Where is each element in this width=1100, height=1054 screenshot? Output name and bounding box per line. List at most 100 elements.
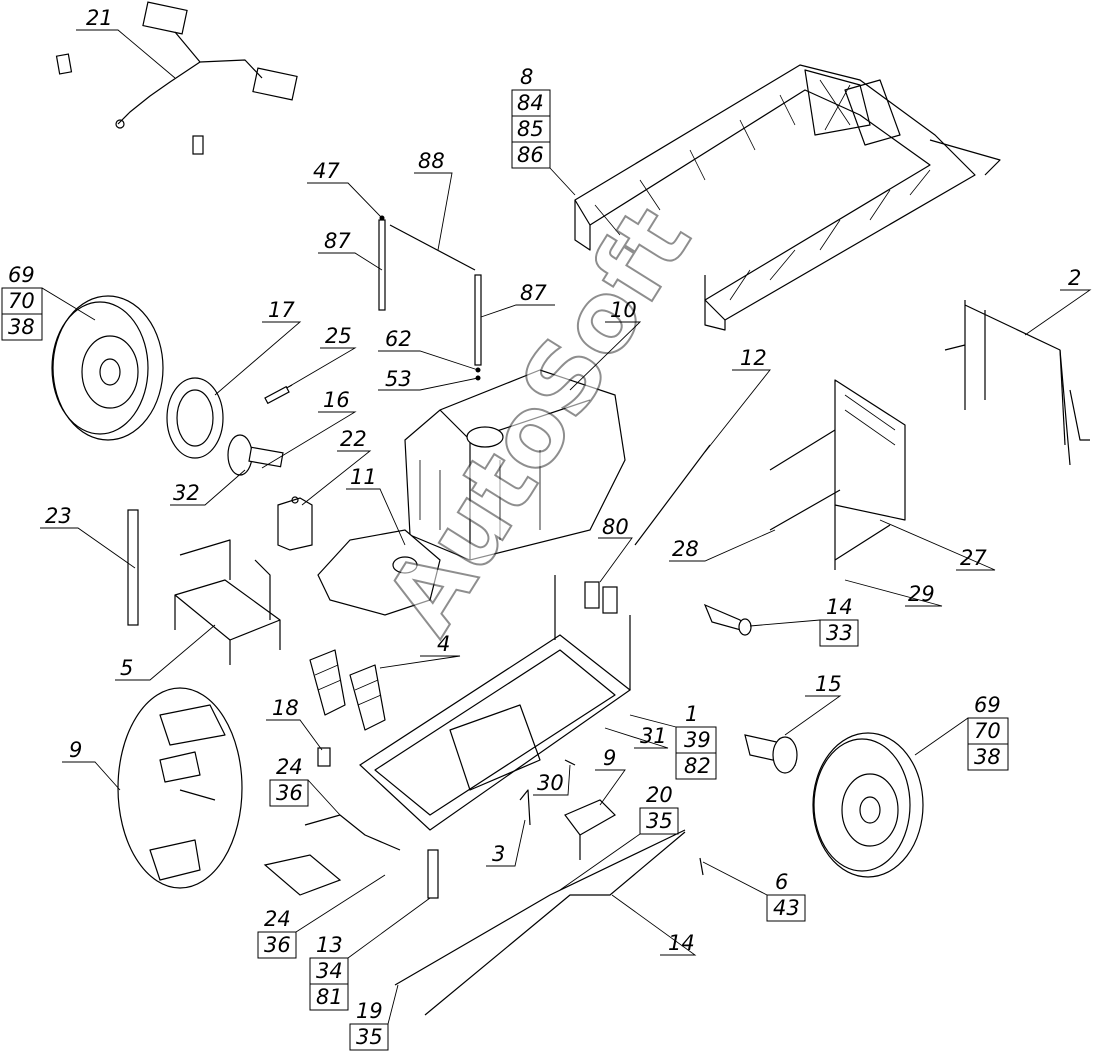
svg-text:25: 25 (325, 324, 352, 348)
part-12-rod (634, 444, 711, 546)
svg-text:29: 29 (908, 582, 935, 606)
callout-10: 10 (569, 298, 642, 391)
callout-15: 15 (784, 672, 842, 736)
svg-text:35: 35 (356, 1025, 383, 1049)
part-10-tank (404, 369, 626, 561)
callout-69-70-38-right: 69 70 38 (914, 693, 1009, 771)
svg-text:5: 5 (120, 656, 133, 680)
svg-text:69: 69 (8, 263, 35, 287)
callout-88: 88 (414, 149, 453, 251)
svg-text:39: 39 (684, 728, 711, 752)
callout-17: 17 (214, 298, 302, 396)
callout-20-35: 20 35 (559, 783, 679, 891)
callout-1-39-82: 1 39 82 (629, 702, 717, 780)
part-23-strip (127, 509, 139, 626)
svg-text:4: 4 (437, 632, 450, 656)
callout-25: 25 (289, 324, 357, 387)
svg-text:24: 24 (276, 755, 303, 779)
callout-6-43: 6 43 (702, 861, 806, 922)
svg-text:9: 9 (69, 738, 82, 762)
callout-28: 28 (669, 529, 776, 562)
svg-text:85: 85 (517, 117, 544, 141)
svg-text:82: 82 (684, 754, 711, 778)
autosoft-watermark: AutoSoft (365, 188, 713, 652)
svg-text:47: 47 (313, 159, 340, 183)
svg-text:10: 10 (610, 298, 637, 322)
svg-text:43: 43 (773, 896, 800, 920)
svg-text:3: 3 (492, 842, 505, 866)
part-18-bracket (317, 747, 331, 767)
callout-69-70-38-left: 69 70 38 (1, 263, 96, 341)
part-22-canister (277, 496, 313, 551)
svg-text:27: 27 (960, 546, 987, 570)
callout-9-left: 9 (62, 738, 121, 791)
svg-text:35: 35 (646, 809, 673, 833)
callout-22: 22 (301, 427, 372, 506)
svg-text:31: 31 (640, 724, 667, 748)
svg-text:1: 1 (685, 702, 698, 726)
svg-text:69: 69 (974, 693, 1001, 717)
part-69-right-wheel (812, 732, 924, 878)
part-24-hose-upper (304, 814, 401, 851)
callout-3: 3 (486, 819, 526, 867)
svg-text:15: 15 (815, 672, 842, 696)
svg-text:70: 70 (8, 289, 35, 313)
callout-14-33: 14 33 (749, 595, 859, 647)
svg-text:88: 88 (418, 149, 445, 173)
part-8-boom-frame (574, 64, 1001, 331)
svg-text:30: 30 (537, 771, 564, 795)
callout-9-right: 9 (595, 746, 626, 806)
part-2-rail-frame (944, 300, 1090, 466)
svg-text:38: 38 (8, 315, 35, 339)
svg-text:18: 18 (272, 696, 299, 720)
svg-text:22: 22 (340, 427, 367, 451)
callout-21: 21 (76, 6, 176, 79)
part-9-valve-assembly (117, 687, 243, 889)
svg-text:34: 34 (316, 959, 343, 983)
svg-text:24: 24 (264, 907, 291, 931)
svg-text:21: 21 (86, 6, 113, 30)
svg-text:81: 81 (316, 985, 343, 1009)
part-80-brackets (584, 581, 618, 614)
callout-29: 29 (844, 579, 943, 607)
part-11-foam-tank (317, 529, 441, 616)
part-4-ladders (309, 649, 386, 731)
svg-text:16: 16 (323, 388, 350, 412)
part-14-hose-long (394, 829, 686, 1016)
svg-text:19: 19 (356, 999, 383, 1023)
part-15-shaft (744, 734, 798, 774)
callout-19-35: 19 35 (349, 984, 399, 1051)
part-5-platform (174, 539, 281, 665)
part-rods (378, 215, 482, 381)
svg-text:53: 53 (385, 367, 412, 391)
callout-14-lower: 14 (611, 894, 697, 956)
part-1-chassis (359, 575, 632, 831)
callout-13-34-81: 13 34 81 (309, 897, 431, 1011)
svg-text:62: 62 (385, 327, 412, 351)
callout-2: 2 (1024, 266, 1092, 336)
callout-53: 53 (378, 367, 479, 391)
svg-text:70: 70 (974, 719, 1001, 743)
svg-text:80: 80 (602, 515, 629, 539)
svg-text:20: 20 (646, 783, 673, 807)
svg-text:14: 14 (826, 595, 853, 619)
part-16-axle (227, 434, 284, 476)
svg-text:87: 87 (324, 229, 351, 253)
callout-4: 4 (379, 632, 461, 669)
svg-text:84: 84 (517, 91, 544, 115)
svg-text:13: 13 (316, 933, 343, 957)
svg-text:87: 87 (520, 281, 547, 305)
callout-11: 11 (346, 465, 406, 546)
callout-32: 32 (170, 469, 246, 506)
callout-27: 27 (879, 519, 996, 571)
part-14-filter (703, 603, 752, 636)
part-28-lift-frame (769, 379, 906, 570)
callout-47: 47 (307, 159, 383, 219)
callout-80: 80 (598, 515, 633, 583)
callout-5: 5 (115, 624, 216, 681)
svg-text:12: 12 (740, 346, 767, 370)
svg-text:36: 36 (276, 781, 303, 805)
svg-text:86: 86 (517, 143, 544, 167)
callout-30: 30 (533, 764, 571, 796)
